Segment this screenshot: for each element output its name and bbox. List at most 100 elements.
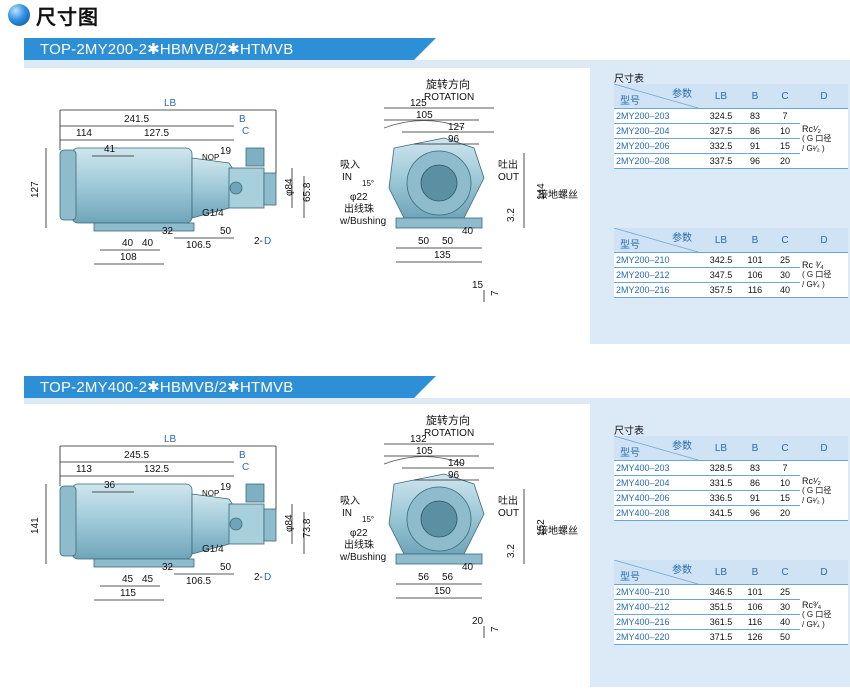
g14-label: G1/4 (202, 544, 224, 555)
cell-b: 101 (740, 584, 770, 600)
dimension-labels: LB 245.5 B C 113 132.5 19 36 141 NOP φ84… (30, 413, 578, 632)
cell-lb: 361.5 (702, 614, 740, 630)
cell-model: 2MY200–208 (614, 153, 702, 169)
dim-b2: 127.5 (144, 128, 169, 139)
front-view (383, 443, 525, 638)
section-header-band-1: TOP-2MY200-2✱HBMVB/2✱HTMVB (24, 38, 436, 60)
cell-b: 96 (740, 153, 770, 169)
column-header-b: B (740, 84, 770, 109)
cell-b: 106 (740, 267, 770, 283)
title-bullet-icon (8, 4, 30, 26)
dim-height: 141 (30, 517, 41, 534)
in-en: IN (342, 508, 352, 519)
bushing-cn: 出线珠 (344, 538, 374, 551)
bushing-en: w/Bushing (339, 216, 386, 227)
cell-c: 20 (770, 153, 800, 169)
cell-lb: 347.5 (702, 267, 740, 283)
cell-d: Rc ³⁄₄( G 口径/ G³⁄₄ ) (800, 252, 848, 298)
two-d-label: D (264, 572, 271, 583)
dim-lb: LB (164, 98, 177, 109)
dim-32: 32 (162, 562, 174, 573)
in-en: IN (342, 172, 352, 183)
model-label: 型号 (620, 240, 640, 251)
drawing-area: LB 241.5 B C 114 127.5 19 41 127 NOP φ84… (24, 68, 590, 344)
cell-c: 30 (770, 599, 800, 615)
dim-40: 40 (462, 562, 474, 573)
params-label: 参数 (672, 441, 692, 452)
cell-c: 10 (770, 123, 800, 139)
side-view (59, 483, 277, 568)
cell-lb: 342.5 (702, 252, 740, 268)
column-header-c: C (770, 228, 800, 253)
cell-lb: 327.5 (702, 123, 740, 139)
d-text-line: ( G 口径 (802, 609, 832, 619)
d-text-line: / G³⁄₄ ) (802, 619, 825, 629)
column-header-c: C (770, 84, 800, 109)
table-title: 尺寸表 (614, 426, 644, 437)
dim-127: 127 (448, 122, 465, 133)
rotation-cn: 旋转方向 (426, 77, 470, 91)
cell-model: 2MY400–220 (614, 629, 702, 645)
table-corner-header: 参数型号 (614, 228, 702, 253)
drawing-area: LB 245.5 B C 113 132.5 19 36 141 NOP φ84… (24, 404, 590, 687)
dim-108: 115 (120, 588, 136, 599)
cell-c: 30 (770, 267, 800, 283)
side-dimension-lines (45, 445, 305, 601)
cell-d: Rc¹⁄₂( G 口径/ G¹⁄₂ ) (800, 108, 848, 169)
d-text-line: / G¹⁄₂ ) (802, 495, 825, 505)
dim-32: 32 (162, 226, 174, 237)
dim-144: 144 (536, 183, 547, 200)
dim-50b: 56 (442, 572, 454, 583)
dim-c: C (242, 462, 249, 473)
cell-lb: 331.5 (702, 475, 740, 491)
cell-b: 91 (740, 138, 770, 154)
column-header-d: D (800, 560, 848, 585)
cell-lb: 332.5 (702, 138, 740, 154)
dim-135: 150 (434, 586, 451, 597)
dim-96: 96 (448, 470, 460, 481)
dim-15: 20 (472, 616, 484, 627)
cell-model: 2MY200–206 (614, 138, 702, 154)
cell-model: 2MY200–210 (614, 252, 702, 268)
table-corner-header: 参数型号 (614, 84, 702, 109)
d-text-line: ( G 口径 (802, 485, 832, 495)
dim-40: 40 (462, 226, 474, 237)
in-cn: 吸入 (340, 160, 360, 171)
dim-40b: 45 (142, 574, 154, 585)
dim-65: 73.8 (302, 518, 313, 538)
column-header-c: C (770, 436, 800, 461)
column-header-lb: LB (702, 436, 740, 461)
cell-model: 2MY200–203 (614, 108, 702, 124)
cell-b: 116 (740, 282, 770, 298)
dim-3-2: 3.2 (506, 544, 517, 558)
cell-model: 2MY400–203 (614, 460, 702, 476)
cell-c: 7 (770, 460, 800, 476)
cell-b: 83 (740, 108, 770, 124)
d-text-line: Rc¹⁄₂ (802, 475, 821, 486)
cell-c: 40 (770, 282, 800, 298)
dim-7: 7 (490, 626, 501, 632)
dim-b: B (239, 450, 246, 461)
dim-108: 108 (120, 252, 137, 263)
cell-model: 2MY400–210 (614, 584, 702, 600)
g14-label: G1/4 (202, 208, 224, 219)
out-en: OUT (498, 172, 519, 183)
dimension-labels: LB 241.5 B C 114 127.5 19 41 127 NOP φ84… (30, 77, 578, 296)
dim-phi84: φ84 (284, 514, 295, 532)
pump-drawing: LB 245.5 B C 113 132.5 19 36 141 NOP φ84… (30, 413, 578, 638)
dim-106: 106.5 (186, 240, 211, 251)
dim-a: 113 (76, 464, 92, 475)
dim-125: 132 (410, 434, 427, 445)
cell-lb: 357.5 (702, 282, 740, 298)
dim-125: 125 (410, 98, 427, 109)
dim-65: 65.8 (302, 182, 313, 202)
pump-drawing: LB 241.5 B C 114 127.5 19 41 127 NOP φ84… (30, 77, 578, 302)
dim-41: 36 (104, 480, 116, 491)
